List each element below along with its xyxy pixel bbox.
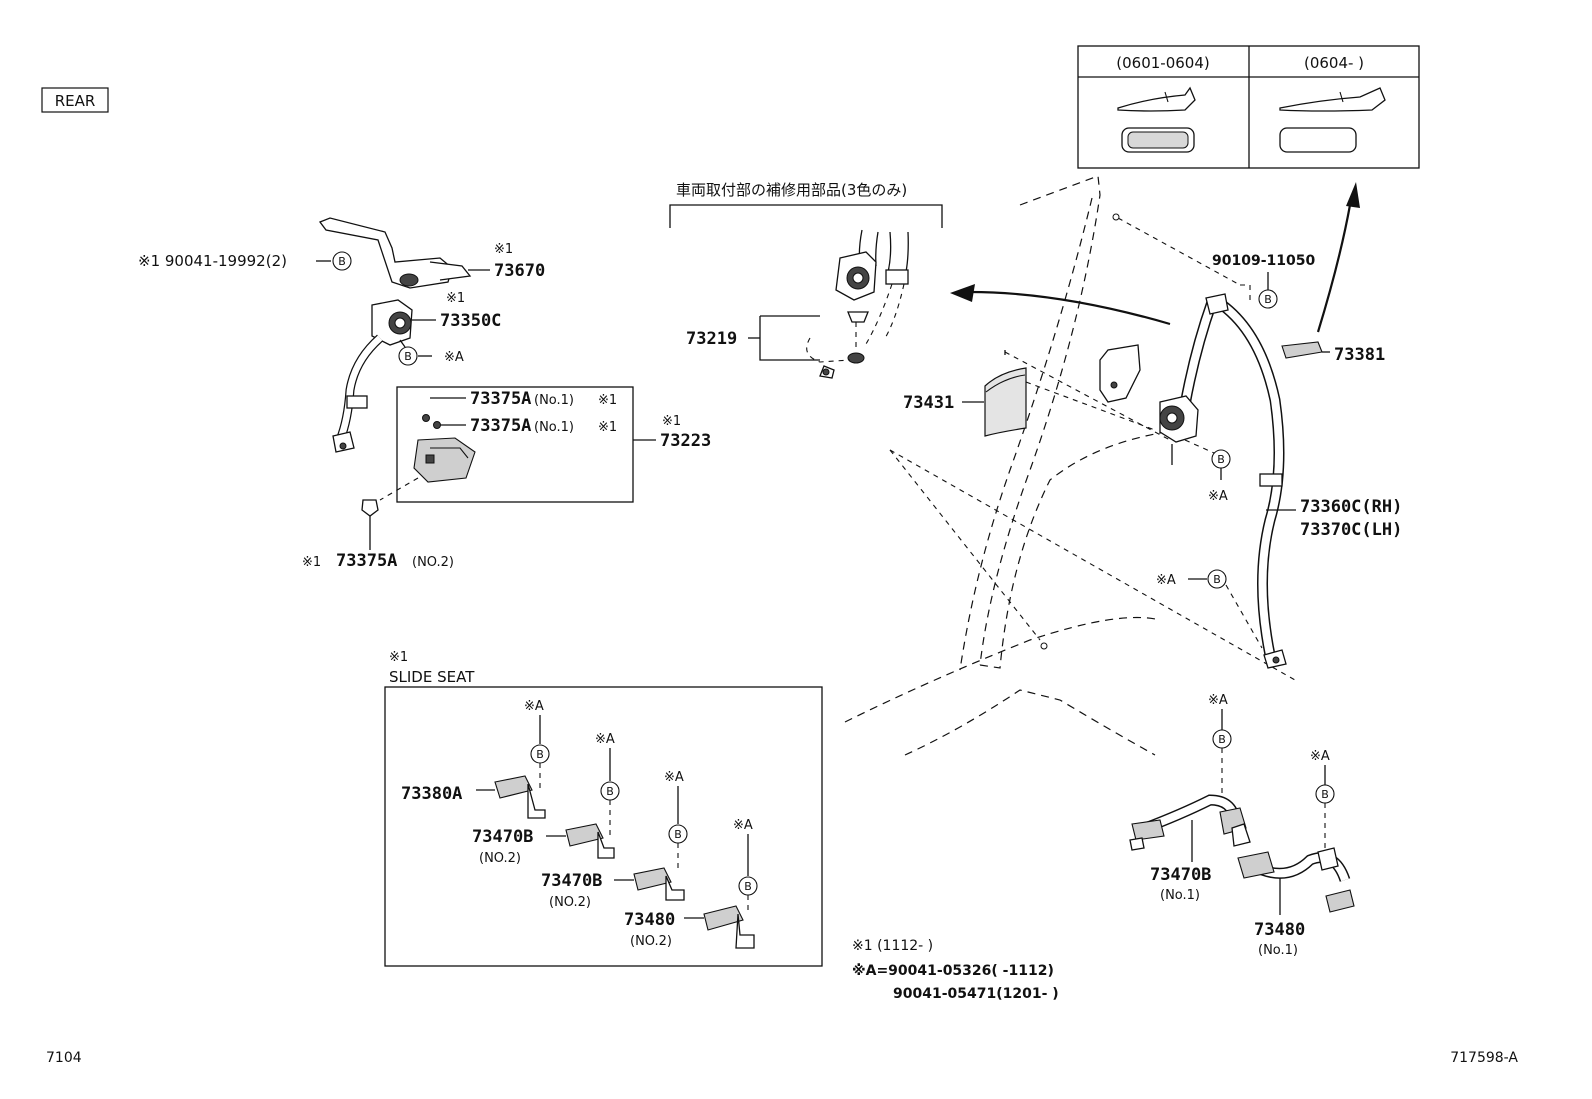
b-mark-5: B: [1207, 569, 1227, 589]
variant-header-2: (0604- ): [1304, 54, 1364, 72]
buckle-a5: ※A: [1208, 693, 1228, 708]
slide-seat-mark: ※1: [389, 650, 408, 665]
note-1: ※1 (1112- ): [852, 938, 933, 954]
slide-a2: ※A: [595, 732, 615, 747]
callout-73370c: 73370C(LH): [1300, 520, 1402, 540]
callout-73670-mark: ※1: [494, 242, 513, 257]
callout-73470b-slide-2: 73470B: [541, 871, 602, 891]
slide-seat-label: SLIDE SEAT: [389, 668, 475, 686]
callout-73470b-slide-1-sub: (NO.2): [479, 851, 521, 866]
slide-a1: ※A: [524, 699, 544, 714]
callout-73381: 73381: [1334, 345, 1385, 365]
callout-73375a-1a-sub: (No.1): [534, 393, 574, 408]
svg-text:B: B: [404, 350, 412, 363]
callout-a-upper: ※A: [444, 350, 464, 365]
callout-73360c: 73360C(RH): [1300, 497, 1402, 517]
b-mark-s2: B: [600, 781, 620, 801]
svg-text:B: B: [744, 880, 752, 893]
callout-73480-slide: 73480: [624, 910, 675, 930]
callout-73375a-1a: 73375A: [470, 389, 531, 409]
callout-73670: 73670: [494, 261, 545, 281]
b-mark-2: B: [398, 346, 418, 366]
clip-73381: [1281, 341, 1323, 359]
callout-73223: 73223: [660, 431, 711, 451]
b-mark-s1: B: [530, 744, 550, 764]
callout-a-right1: ※A: [1208, 489, 1228, 504]
figure-id: 7104: [46, 1050, 82, 1066]
b-mark-s4: B: [738, 876, 758, 896]
body-outline: [844, 175, 1181, 756]
callout-73350c-mark: ※1: [446, 291, 465, 306]
callout-73375a-2-sub: (NO.2): [412, 555, 454, 570]
svg-text:B: B: [338, 255, 346, 268]
b-mark-b2: B: [1315, 784, 1335, 804]
callout-73375a-1b-mark: ※1: [598, 420, 617, 435]
slide-a4: ※A: [733, 818, 753, 833]
callout-73470b-slide-2-sub: (NO.2): [549, 895, 591, 910]
callout-73480-no1: 73480: [1254, 920, 1305, 940]
svg-text:B: B: [1213, 573, 1221, 586]
rear-label-box: [41, 87, 109, 113]
callout-73375a-2: 73375A: [336, 551, 397, 571]
rear-label: REAR: [55, 92, 96, 110]
variant-header-1: (0601-0604): [1116, 54, 1209, 72]
note-3: 90041-05471(1201- ): [893, 986, 1059, 1002]
slide-seat-box: [384, 686, 823, 967]
upper-left-assembly: [318, 217, 472, 453]
svg-text:B: B: [1218, 733, 1226, 746]
callout-73350c: 73350C: [440, 311, 501, 331]
svg-text:B: B: [1321, 788, 1329, 801]
buckle-a6: ※A: [1310, 749, 1330, 764]
callout-73470b-slide-1: 73470B: [472, 827, 533, 847]
callout-73480-no1-sub: (No.1): [1258, 943, 1298, 958]
callout-73375a-1a-mark: ※1: [598, 393, 617, 408]
cover-73223: [413, 437, 476, 483]
callout-bolt-90041-19992: ※1 90041-19992(2): [138, 252, 287, 270]
callout-73480-slide-sub: (NO.2): [630, 934, 672, 949]
variant-table: (0601-0604) (0604- ): [1077, 45, 1420, 169]
svg-text:B: B: [606, 785, 614, 798]
trim-73431: [984, 367, 1027, 437]
repair-bracket: [669, 204, 943, 228]
callout-73470b-no1-sub: (No.1): [1160, 888, 1200, 903]
svg-text:B: B: [1264, 293, 1272, 306]
repair-note: 車両取付部の補修用部品(3色のみ): [676, 181, 907, 199]
callout-73431: 73431: [903, 393, 954, 413]
callout-73219: 73219: [686, 329, 737, 349]
svg-text:B: B: [536, 748, 544, 761]
callout-73223-mark: ※1: [662, 414, 681, 429]
belt-73360c: [1159, 293, 1287, 669]
b-mark-s3: B: [668, 824, 688, 844]
note-2: ※A=90041-05326( -1112): [852, 963, 1054, 979]
callout-73380a: 73380A: [401, 784, 462, 804]
buckle-73470b-no1: [1129, 794, 1251, 851]
callout-73375a-1b-sub: (No.1): [534, 420, 574, 435]
b-mark-b1: B: [1212, 729, 1232, 749]
b-mark-3: B: [1258, 289, 1278, 309]
drawing-id: 717598-A: [1450, 1050, 1518, 1066]
b-mark-1: B: [332, 251, 352, 271]
callout-73375a-2-mark: ※1: [302, 555, 321, 570]
callout-73375a-1b: 73375A: [470, 416, 531, 436]
svg-text:B: B: [674, 828, 682, 841]
b-mark-4: B: [1211, 449, 1231, 469]
assembly-73219: [806, 229, 909, 379]
slide-a3: ※A: [664, 770, 684, 785]
callout-a-right2: ※A: [1156, 573, 1176, 588]
buckle-73480-no1: [1237, 847, 1355, 913]
svg-text:B: B: [1217, 453, 1225, 466]
callout-73470b-no1: 73470B: [1150, 865, 1211, 885]
callout-90109-11050: 90109-11050: [1212, 253, 1315, 269]
